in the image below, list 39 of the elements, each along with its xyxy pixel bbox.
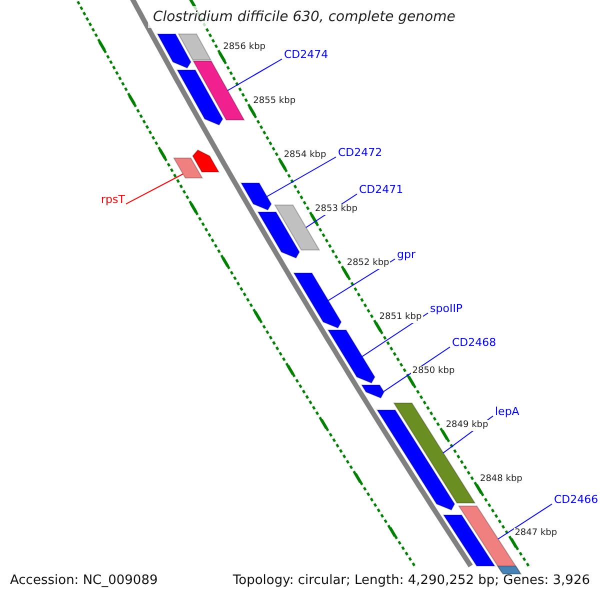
scale-label: 2855 kbp [252, 96, 297, 107]
scale-label: 2850 kbp [411, 366, 456, 377]
gene-label: CD2474 [284, 49, 328, 60]
gene-label: gpr [397, 249, 416, 260]
info-text: Accession: NC_009089 [10, 574, 158, 587]
gene-label: rpsT [101, 194, 125, 205]
leader-line [227, 58, 282, 91]
gene-label: CD2466 [554, 494, 598, 505]
gene-feature [442, 514, 496, 566]
gene-feature [178, 34, 212, 60]
info-text: Topology: circular; Length: 4,290,252 bp; Genes: 3,926 [232, 574, 590, 587]
gene-label: CD2468 [452, 337, 496, 348]
scale-label: 2847 kbp [514, 528, 558, 539]
gene-label: CD2471 [359, 184, 404, 195]
scale-label: 2854 kbp [282, 150, 328, 161]
gene-feature [293, 272, 342, 329]
gene-feature [156, 34, 192, 69]
scale-label: 2853 kbp [314, 204, 358, 215]
scale-label: 2849 kbp [444, 420, 490, 431]
gene-feature [496, 566, 522, 574]
leader-line [362, 312, 428, 357]
scale-label: 2851 kbp [378, 312, 423, 323]
gene-feature [176, 70, 224, 126]
gene-feature [192, 149, 220, 172]
gene-label: spoIIP [430, 303, 463, 314]
gene-label: CD2472 [338, 147, 382, 158]
gene-feature [240, 182, 272, 211]
gene-feature [360, 384, 385, 399]
leader-line [266, 156, 336, 197]
scale-label: 2848 kbp [478, 474, 524, 485]
gene-feature [257, 212, 300, 259]
scale-label: 2856 kbp [222, 42, 266, 53]
gene-label: lepA [495, 406, 520, 417]
leader-line [126, 174, 184, 204]
gene-feature [172, 158, 204, 178]
gene-feature [192, 60, 246, 120]
gene-feature [327, 330, 376, 384]
scale-label: 2852 kbp [346, 258, 390, 269]
leader-line [498, 504, 552, 540]
